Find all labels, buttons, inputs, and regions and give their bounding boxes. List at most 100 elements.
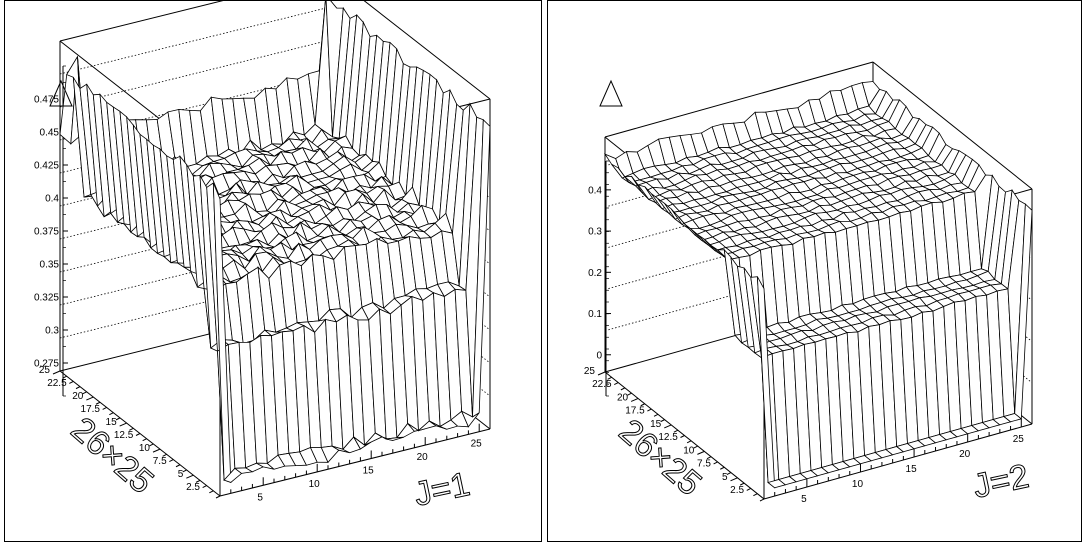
y-minor-tick — [753, 493, 758, 497]
z-tick-label: 0.35 — [40, 260, 60, 271]
z-tick-label: 0 — [596, 350, 602, 361]
z-tick-label: 0.3 — [588, 227, 602, 238]
top-edge — [363, 1, 491, 100]
y-tick-label: 2.5 — [186, 482, 200, 493]
y-tick — [152, 448, 161, 453]
y-tick — [664, 424, 672, 429]
y-minor-tick — [746, 487, 751, 491]
x-tick-label: 10 — [852, 479, 864, 490]
y-minor-tick — [215, 495, 221, 499]
y-minor-tick — [129, 427, 134, 431]
y-minor-tick — [162, 453, 167, 457]
y-minor-tick — [175, 464, 181, 468]
y-tick-label: 12.5 — [658, 432, 678, 443]
y-minor-tick — [209, 490, 214, 494]
y-tick — [52, 370, 61, 375]
y-minor-tick — [739, 482, 745, 486]
z-tick-label: 0.275 — [34, 359, 59, 370]
x-tick-label: 5 — [257, 492, 263, 503]
y-minor-tick — [640, 403, 645, 407]
surface — [603, 81, 1033, 489]
y-tick-label: 20 — [72, 391, 84, 402]
surface-plot-j2: 00.10.20.30.45101520252.557.51012.51517.… — [584, 61, 1033, 506]
surface-cell — [472, 118, 491, 418]
top-edge — [604, 61, 874, 138]
y-minor-tick — [653, 413, 659, 417]
y-tick — [730, 477, 738, 482]
z-tick-label: 0.425 — [34, 161, 59, 172]
y-minor-tick — [660, 419, 665, 423]
x-tick-label: 20 — [417, 452, 429, 463]
z-axis: 00.10.20.30.4 — [588, 160, 611, 397]
y-minor-tick — [620, 387, 626, 391]
y-minor-tick — [713, 461, 718, 465]
z-axis-label — [49, 79, 73, 107]
y-minor-tick — [95, 401, 101, 405]
y-tick — [630, 397, 639, 402]
y-minor-tick — [195, 479, 201, 483]
y-minor-tick — [82, 391, 87, 395]
y-minor-tick — [182, 469, 187, 473]
z-tick-label: 0.375 — [34, 227, 59, 238]
y-tick-label: 10 — [139, 443, 151, 454]
y-minor-tick — [169, 459, 174, 462]
z-axis-label — [599, 79, 623, 107]
y-minor-tick — [109, 412, 114, 416]
y-tick-label: 5 — [178, 469, 184, 480]
annotation-label: J=1 — [411, 465, 473, 514]
top-edge — [872, 61, 1033, 190]
y-minor-tick — [202, 485, 207, 489]
y-tick — [86, 396, 94, 401]
z-tick-label: 0.2 — [588, 268, 602, 279]
x-axis: 5 10 15 20 25 — [763, 419, 1033, 505]
y-tick-label: 17.5 — [625, 406, 645, 417]
y-tick-label: 5 — [722, 472, 728, 483]
y-tick-label: 25 — [39, 365, 51, 376]
x-tick-label: 5 — [801, 494, 807, 505]
gridline — [59, 6, 331, 75]
y-minor-tick — [647, 408, 652, 412]
z-tick-label: 0.4 — [45, 194, 59, 205]
y-minor-tick — [686, 440, 692, 444]
x-axis-line — [219, 428, 491, 497]
y-minor-tick — [726, 472, 732, 475]
y-tick-label: 22.5 — [47, 378, 67, 389]
y-minor-tick — [69, 380, 74, 384]
y-minor-tick — [693, 445, 698, 449]
top-edge — [59, 1, 224, 42]
y-minor-tick — [673, 429, 679, 433]
y-minor-tick — [62, 375, 67, 379]
x-tick-label: 15 — [906, 464, 918, 475]
z-tick-label: 0.4 — [588, 185, 602, 196]
y-minor-tick — [142, 438, 147, 442]
y-tick-label: 17.5 — [81, 404, 101, 415]
y-minor-tick — [149, 443, 154, 447]
annotation-label: J=2 — [970, 457, 1032, 506]
y-minor-tick — [627, 392, 632, 396]
y-tick — [119, 422, 127, 427]
y-minor-tick — [759, 498, 765, 502]
x-tick-label: 20 — [959, 449, 971, 460]
x-tick-label: 25 — [1013, 434, 1025, 445]
y-tick — [697, 450, 705, 455]
y-tick-label: 10 — [683, 445, 695, 456]
x-tick-label: 15 — [363, 465, 375, 476]
x-axis-line — [763, 423, 1033, 500]
y-tick-label: 2.5 — [730, 485, 744, 496]
y-minor-tick — [614, 382, 619, 386]
surface-cell — [1014, 203, 1033, 420]
y-tick-label: 7.5 — [697, 459, 711, 470]
y-minor-tick — [135, 433, 141, 436]
y-tick-label: 15 — [106, 417, 118, 428]
z-tick-label: 0.325 — [34, 293, 59, 304]
y-tick — [597, 371, 606, 376]
y-minor-tick — [706, 456, 712, 460]
y-tick-label: 22.5 — [592, 379, 612, 390]
z-tick-label: 0.3 — [45, 326, 59, 337]
z-tick-label: 0.475 — [34, 95, 59, 106]
y-minor-tick — [720, 466, 725, 470]
